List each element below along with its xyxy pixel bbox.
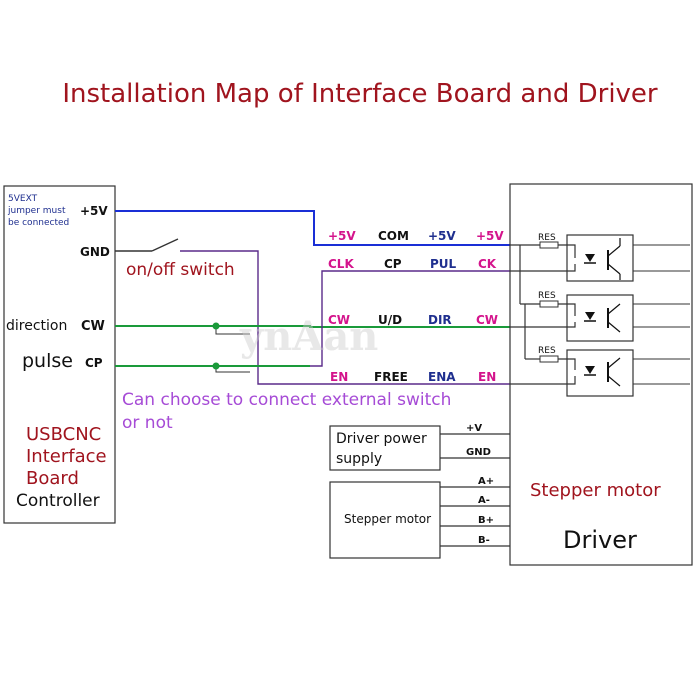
row4-col4: EN <box>478 370 496 384</box>
row4-col1: EN <box>330 370 348 384</box>
row1-col3: +5V <box>428 229 456 243</box>
wire-5v <box>115 210 510 246</box>
res-label-1: RES <box>538 233 556 243</box>
power-supply-line1: Driver power <box>336 431 427 447</box>
power-pin-gnd: GND <box>466 447 491 458</box>
on-off-switch <box>151 238 179 252</box>
stepper-motor-label: Stepper motor <box>344 512 431 526</box>
power-pin-v: +V <box>466 423 482 434</box>
controller-pin-cp: CP <box>85 356 103 370</box>
row2-col3: PUL <box>430 257 457 271</box>
row1-col4: +5V <box>476 229 504 243</box>
res-label-3: RES <box>538 346 556 356</box>
row2-col2: CP <box>384 257 402 271</box>
wire-enable <box>180 250 510 385</box>
row2-col1: CLK <box>328 257 354 271</box>
row1-col2: COM <box>378 229 409 243</box>
row3-col3: DIR <box>428 313 452 327</box>
optocoupler-circuit-2 <box>510 245 690 342</box>
driver-subtitle: Stepper motor <box>530 480 661 501</box>
wire-pulse-to-driver <box>310 270 510 367</box>
controller-name-line3: Board <box>26 468 79 489</box>
driver-box <box>509 183 693 566</box>
row3-col4: CW <box>476 313 498 327</box>
row4-col2: FREE <box>374 370 408 384</box>
watermark: ynAan <box>239 313 378 360</box>
controller-box <box>3 185 116 524</box>
row1-col1: +5V <box>328 229 356 243</box>
controller-name-line1: USBCNC <box>26 424 101 445</box>
driver-title: Driver <box>563 526 637 554</box>
jumper-note-line1: 5VEXT <box>8 194 38 204</box>
optocoupler-circuit-1 <box>510 234 690 282</box>
jumper-note-line2: jumper must <box>7 206 66 216</box>
controller-pin-5v: +5V <box>80 204 108 218</box>
optocoupler-circuit-3 <box>510 304 690 397</box>
controller-pin-gnd: GND <box>80 245 110 259</box>
switch-label: on/off switch <box>126 260 235 280</box>
external-switch-note-line1: Can choose to connect external switch <box>122 390 451 410</box>
motor-pin-b-plus: B+ <box>478 515 494 526</box>
power-supply-box <box>329 425 441 471</box>
motor-pin-a-plus: A+ <box>478 476 494 487</box>
power-supply-line2: supply <box>336 451 382 467</box>
controller-name-line2: Interface <box>26 446 107 467</box>
row4-col3: ENA <box>428 370 456 384</box>
motor-pin-a-minus: A- <box>478 495 490 506</box>
junction-dot-pulse <box>212 362 220 370</box>
direction-label: direction <box>6 318 67 334</box>
res-label-2: RES <box>538 291 556 301</box>
diagram-title: Installation Map of Interface Board and … <box>62 79 658 109</box>
controller-name-line4: Controller <box>16 491 100 511</box>
motor-pin-b-minus: B- <box>478 535 490 546</box>
pulse-label: pulse <box>22 350 73 372</box>
external-switch-note-line2: or not <box>122 413 173 433</box>
jumper-note-line3: be connected <box>8 218 69 228</box>
stepper-motor-box <box>329 481 441 559</box>
controller-pin-cw: CW <box>81 319 105 334</box>
junction-dot-direction <box>212 322 220 330</box>
row3-col1: CW <box>328 313 350 327</box>
row2-col4: CK <box>478 257 497 271</box>
row3-col2: U/D <box>378 313 402 327</box>
